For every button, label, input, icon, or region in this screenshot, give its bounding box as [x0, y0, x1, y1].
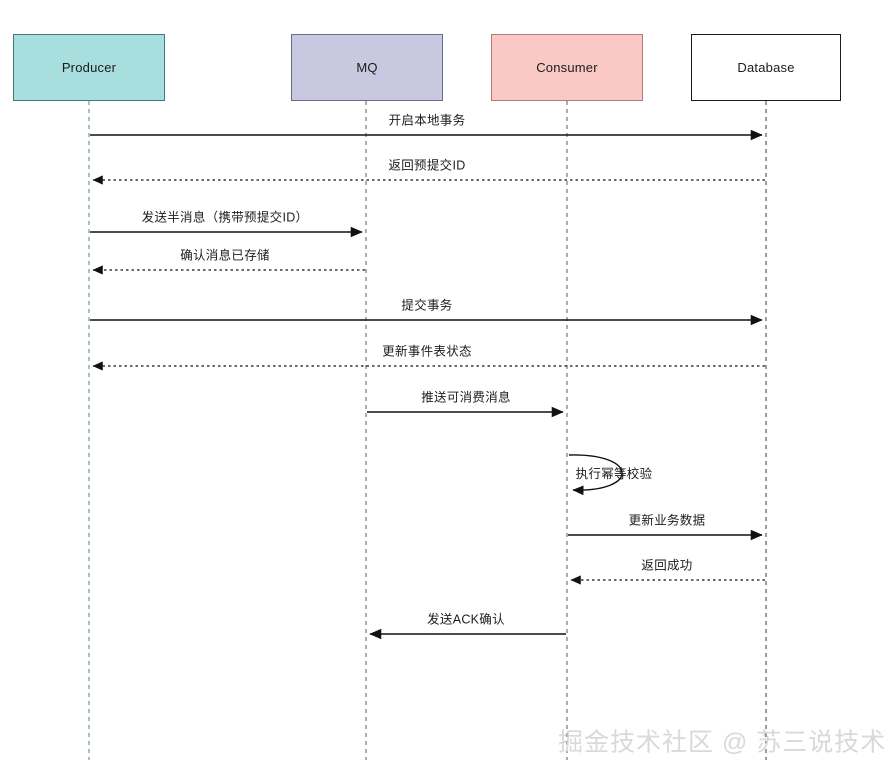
message-label-1: 开启本地事务 [388, 113, 466, 128]
message-label-10: 返回成功 [641, 558, 693, 573]
message-label-3: 发送半消息（携带预提交ID） [141, 210, 309, 225]
lifelines-group [88, 101, 767, 760]
participant-box-producer[interactable]: Producer [13, 34, 165, 101]
message-label-6: 更新事件表状态 [382, 344, 472, 359]
messages-group [90, 129, 765, 640]
message-label-5: 提交事务 [401, 298, 453, 313]
participant-label-mq: MQ [356, 60, 378, 75]
watermark: 掘金技术社区 @ 苏三说技术 [558, 728, 887, 757]
message-label-8: 执行幂等校验 [575, 466, 653, 481]
participant-box-consumer[interactable]: Consumer [491, 34, 643, 101]
message-label-4: 确认消息已存储 [180, 248, 270, 263]
message-label-2: 返回预提交ID [388, 158, 466, 173]
participant-label-database: Database [737, 60, 795, 75]
message-label-11: 发送ACK确认 [427, 612, 505, 627]
participant-label-consumer: Consumer [536, 60, 598, 75]
message-label-7: 推送可消费消息 [421, 390, 511, 405]
participant-box-mq[interactable]: MQ [291, 34, 443, 101]
self-message-arrow-8 [568, 454, 623, 496]
participant-box-database[interactable]: Database [691, 34, 841, 101]
message-label-9: 更新业务数据 [628, 513, 706, 528]
participant-label-producer: Producer [61, 60, 117, 75]
